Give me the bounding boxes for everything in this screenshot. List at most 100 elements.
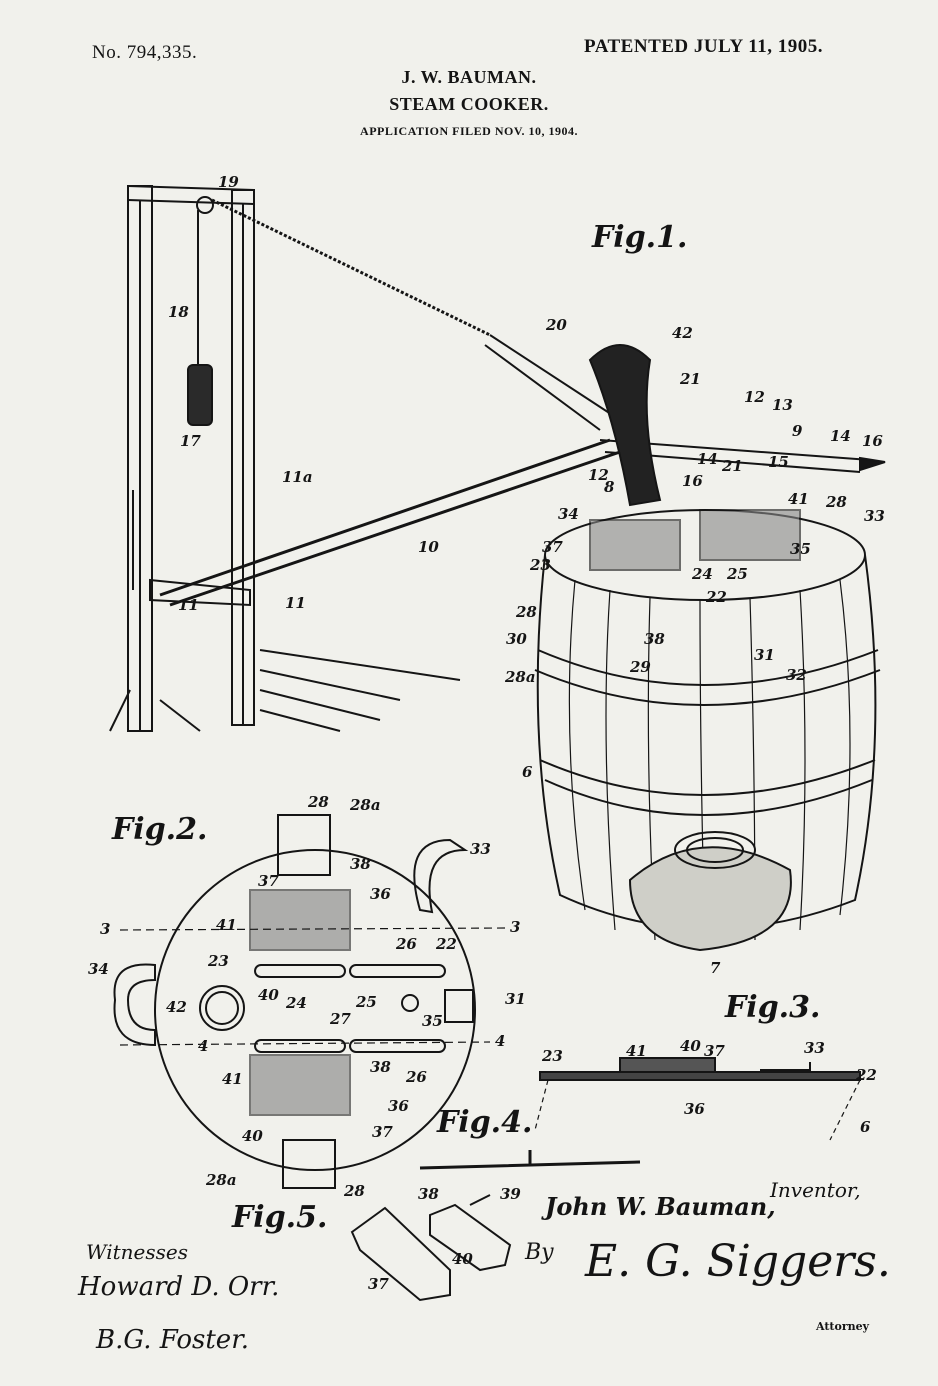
inventor-name: J. W. BAUMAN.: [401, 67, 537, 87]
attorney-signature: E. G. Siggers.: [585, 1236, 891, 1287]
ref-numeral: 28: [826, 493, 847, 511]
attorney-label: Attorney: [816, 1320, 870, 1333]
ref-numeral: 3: [510, 918, 521, 936]
ref-numeral: 28: [308, 793, 329, 811]
ref-numeral: 3: [100, 920, 111, 938]
ref-numeral: 10: [418, 538, 439, 556]
ref-numeral: 40: [452, 1250, 473, 1268]
ref-numeral: 4: [495, 1032, 506, 1050]
ref-numeral: 35: [790, 540, 811, 558]
ref-numeral: 11: [285, 594, 306, 612]
fig5-parts: [350, 1194, 512, 1302]
ref-numeral: 22: [856, 1066, 877, 1084]
ref-numeral: 6: [860, 1118, 871, 1136]
fig1-weight: [187, 196, 214, 426]
ref-numeral: 18: [168, 303, 189, 321]
ref-numeral: 28a: [206, 1171, 237, 1189]
ref-numeral: 28: [344, 1182, 365, 1200]
ref-numeral: 36: [388, 1097, 409, 1115]
ref-numeral: 42: [672, 324, 693, 342]
ref-numeral: 38: [350, 855, 371, 873]
fig4-label: Fig.4.: [437, 1105, 533, 1140]
ref-numeral: 40: [258, 986, 279, 1004]
ref-numeral: 37: [368, 1275, 389, 1293]
ref-numeral: 16: [862, 432, 883, 450]
ref-numeral: 26: [406, 1068, 427, 1086]
ref-numeral: 33: [470, 840, 491, 858]
fig1-label: Fig.1.: [592, 220, 688, 255]
ref-numeral: 37: [372, 1123, 393, 1141]
ref-numeral: 9: [792, 422, 803, 440]
ref-numeral: 41: [222, 1070, 243, 1088]
ref-numeral: 11a: [282, 468, 313, 486]
ref-numeral: 38: [418, 1185, 439, 1203]
ref-numeral: 14: [830, 427, 851, 445]
ref-numeral: 25: [356, 993, 377, 1011]
ref-numeral: 41: [216, 916, 237, 934]
ref-numeral: 32: [786, 666, 807, 684]
ref-numeral: 38: [644, 630, 665, 648]
fig5-label: Fig.5.: [232, 1200, 328, 1235]
ref-numeral: 28: [516, 603, 537, 621]
ref-numeral: 33: [864, 507, 885, 525]
ref-numeral: 36: [684, 1100, 705, 1118]
ref-numeral: 23: [542, 1047, 563, 1065]
ref-numeral: 37: [542, 538, 563, 556]
ref-numeral: 24: [692, 565, 713, 583]
ref-numeral: 41: [626, 1042, 647, 1060]
ref-numeral: 41: [788, 490, 809, 508]
ref-numeral: 11: [178, 596, 199, 614]
ref-numeral: 21: [722, 457, 743, 475]
fig1-frame: [109, 185, 461, 732]
inventor-label: Inventor,: [770, 1178, 861, 1202]
ref-numeral: 12: [588, 466, 609, 484]
ref-numeral: 28a: [505, 668, 536, 686]
ref-numeral: 31: [505, 990, 526, 1008]
ref-numeral: 25: [727, 565, 748, 583]
ref-numeral: 13: [772, 396, 793, 414]
patented-date: PATENTED JULY 11, 1905.: [584, 36, 824, 57]
witnesses-label: Witnesses: [86, 1240, 188, 1264]
ref-numeral: 8: [604, 478, 615, 496]
witness-signature: Howard D. Orr.: [78, 1272, 280, 1302]
application-filed: APPLICATION FILED NOV. 10, 1904.: [360, 124, 578, 138]
ref-numeral: 40: [680, 1037, 701, 1055]
ref-numeral: 27: [330, 1010, 351, 1028]
ref-numeral: 33: [804, 1039, 825, 1057]
ref-numeral: 28a: [350, 796, 381, 814]
ref-numeral: 26: [396, 935, 417, 953]
ref-numeral: 14: [697, 450, 718, 468]
ref-numeral: 6: [522, 763, 533, 781]
ref-numeral: 19: [218, 173, 239, 191]
ref-numeral: 22: [436, 935, 457, 953]
ref-numeral: 30: [506, 630, 527, 648]
ref-numeral: 34: [558, 505, 579, 523]
ref-numeral: 31: [754, 646, 775, 664]
fig1-barrel: [534, 509, 881, 952]
ref-numeral: 29: [630, 658, 651, 676]
ref-numeral: 22: [706, 588, 727, 606]
ref-numeral: 36: [370, 885, 391, 903]
fig2-label: Fig.2.: [112, 812, 208, 847]
ref-numeral: 40: [242, 1127, 263, 1145]
ref-numeral: 37: [258, 872, 279, 890]
ref-numeral: 16: [682, 472, 703, 490]
inventor-signature: John W. Bauman,: [545, 1192, 776, 1221]
ref-numeral: 37: [704, 1042, 725, 1060]
ref-numeral: 17: [180, 432, 201, 450]
by-label: By: [525, 1240, 554, 1265]
patent-title: STEAM COOKER.: [389, 94, 549, 114]
patent-number: No. 794,335.: [92, 42, 198, 63]
ref-numeral: 38: [370, 1058, 391, 1076]
ref-numeral: 35: [422, 1012, 443, 1030]
witness-signature: B.G. Foster.: [96, 1325, 250, 1355]
ref-numeral: 23: [208, 952, 229, 970]
ref-numeral: 24: [286, 994, 307, 1012]
ref-numeral: 20: [546, 316, 567, 334]
fig1-cable-and-arm: [159, 198, 886, 607]
ref-numeral: 7: [710, 959, 721, 977]
ref-numeral: 15: [768, 453, 789, 471]
fig2-lid: [113, 814, 506, 1189]
fig3-section: [534, 1057, 861, 1141]
